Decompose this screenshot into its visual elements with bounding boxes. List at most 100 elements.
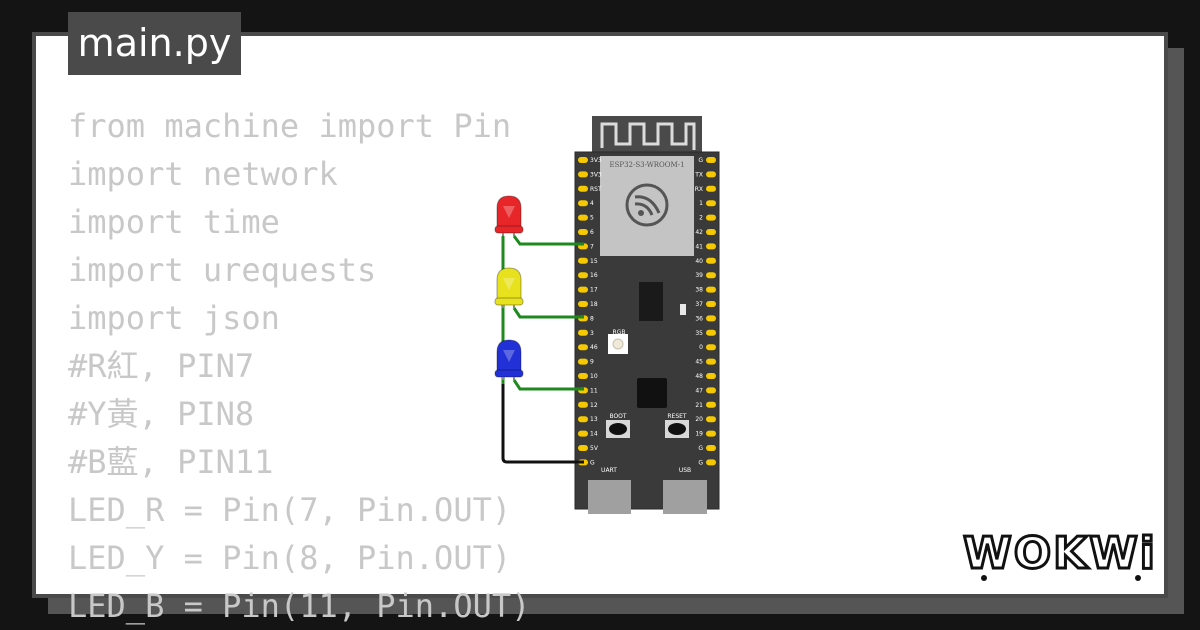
pin-pad[interactable]: [706, 445, 716, 451]
pin-pad[interactable]: [706, 214, 716, 221]
pin-pad[interactable]: [706, 401, 716, 408]
smd-component: [680, 304, 686, 315]
pin-pad[interactable]: [706, 315, 716, 322]
pin-pad[interactable]: [706, 257, 716, 264]
espressif-icon: [625, 183, 669, 227]
reset-button-cap[interactable]: [668, 423, 686, 435]
pin-label: 0: [699, 344, 703, 351]
led-yellow[interactable]: [494, 267, 524, 308]
led-blue[interactable]: [494, 339, 524, 380]
pin-label: G: [590, 459, 595, 466]
pin-pad[interactable]: [578, 430, 588, 437]
pin-label: 8: [590, 315, 594, 322]
pin-label: 18: [590, 301, 598, 308]
pin-pad[interactable]: [706, 157, 716, 163]
reset-label: RESET: [667, 413, 687, 420]
pin-label: RX: [695, 186, 703, 193]
module-label: ESP32-S3-WROOM-1: [609, 161, 684, 169]
pin-pad[interactable]: [706, 373, 716, 379]
pin-pad[interactable]: [706, 416, 716, 423]
wokwi-logo-text: WOKWi: [963, 528, 1157, 579]
pin-pad[interactable]: [706, 301, 716, 307]
pin-pad[interactable]: [578, 445, 588, 451]
pin-pad[interactable]: [578, 416, 588, 423]
led-red[interactable]: [494, 195, 524, 236]
usb-uart-chip: [637, 378, 667, 408]
pin-label: 11: [590, 387, 598, 394]
pin-pad[interactable]: [706, 286, 716, 293]
pin-label: 2: [699, 215, 703, 222]
code-line: LED_R = Pin(7, Pin.OUT): [68, 491, 512, 529]
wire-red-to-pin7[interactable]: [512, 235, 584, 246]
wire-yellow-to-pin8[interactable]: [512, 307, 584, 319]
boot-label: BOOT: [609, 413, 626, 420]
pin-label: 48: [695, 373, 703, 380]
pin-pad[interactable]: [706, 344, 716, 351]
pin-label: 5V: [590, 445, 599, 452]
pin-pad[interactable]: [578, 286, 588, 293]
wire-blue-to-pin11[interactable]: [512, 379, 584, 391]
pin-pad[interactable]: [578, 301, 588, 307]
rgb-led-lens: [612, 338, 624, 350]
uart-usb-port: [588, 480, 631, 514]
pin-label: 9: [590, 359, 594, 366]
pin-pad[interactable]: [706, 200, 716, 207]
pin-pad[interactable]: [706, 185, 716, 192]
code-line: import json: [68, 299, 280, 337]
pin-pad[interactable]: [706, 430, 716, 437]
pin-pad[interactable]: [578, 185, 588, 192]
wokwi-logo: WOKWi: [962, 527, 1157, 581]
pin-label: 20: [695, 416, 703, 423]
pin-pad[interactable]: [706, 272, 716, 279]
pin-pad[interactable]: [578, 214, 588, 221]
pin-pad[interactable]: [578, 229, 588, 235]
wire-ground[interactable]: [501, 384, 584, 464]
pin-pad[interactable]: [706, 387, 716, 394]
pin-label: 42: [695, 229, 703, 236]
pin-label: 12: [590, 402, 598, 409]
code-line: import urequests: [68, 251, 377, 289]
pin-label: 7: [590, 243, 594, 250]
pin-pad[interactable]: [706, 459, 716, 466]
pin-pad[interactable]: [706, 229, 716, 235]
pin-pad[interactable]: [578, 171, 588, 178]
file-tab[interactable]: main.py: [68, 12, 241, 75]
pin-pad[interactable]: [706, 358, 716, 365]
pin-pad[interactable]: [706, 243, 716, 250]
pin-pad[interactable]: [706, 329, 716, 336]
code-line: #Y黃, PIN8: [68, 395, 255, 433]
pin-pad[interactable]: [578, 200, 588, 207]
pin-label: 13: [590, 416, 598, 423]
code-line: from machine import Pin: [68, 107, 512, 145]
pin-pad[interactable]: [706, 171, 716, 178]
pin-label: G: [698, 157, 703, 164]
pin-pad[interactable]: [578, 157, 588, 163]
pin-label: 10: [590, 373, 598, 380]
pin-label: 5: [590, 215, 594, 222]
code-line: #R紅, PIN7: [68, 347, 255, 385]
pin-label: G: [698, 459, 703, 466]
pin-pad[interactable]: [578, 401, 588, 408]
code-line: LED_Y = Pin(8, Pin.OUT): [68, 539, 512, 577]
pin-label: 41: [695, 243, 703, 250]
pin-pad[interactable]: [578, 329, 588, 336]
pin-label: G: [698, 445, 703, 452]
pin-pad[interactable]: [578, 257, 588, 264]
pin-pad[interactable]: [578, 358, 588, 365]
pin-pad[interactable]: [578, 272, 588, 279]
pin-pad[interactable]: [578, 344, 588, 351]
code-line: import time: [68, 203, 280, 241]
pin-label: 47: [695, 387, 703, 394]
uart-label: UART: [601, 467, 617, 474]
boot-button-cap[interactable]: [609, 423, 627, 435]
usb-port: [663, 480, 707, 514]
pin-label: 1: [699, 200, 703, 207]
pin-label: 17: [590, 287, 598, 294]
pin-label: 40: [695, 258, 703, 265]
pin-pad[interactable]: [578, 373, 588, 379]
pin-label: 16: [590, 272, 598, 279]
pin-label: 3V3: [590, 157, 602, 164]
